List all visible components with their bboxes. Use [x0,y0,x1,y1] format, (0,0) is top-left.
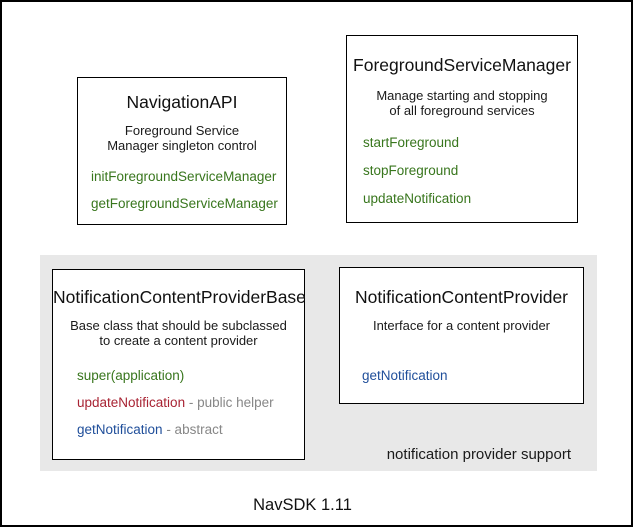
method-label: super(application) [77,368,185,383]
class-title-notification-content-provider: NotificationContentProvider [354,287,569,307]
method-list: getNotification [362,369,583,383]
method-label: updateNotification [363,191,472,206]
method-startforeground: startForeground [363,136,577,150]
description-line: of all foreground services [389,103,535,118]
method-updatenotification: updateNotification - public helper [77,396,304,410]
method-label: updateNotification [77,395,186,410]
method-getforegroundservicemanager: getForegroundServiceManager [91,197,286,211]
class-title-notification-content-provider-base: NotificationContentProviderBase [53,287,306,307]
method-stopforeground: stopForeground [363,164,577,178]
class-box-foreground-service-manager: ForegroundServiceManager Manage starting… [346,35,578,223]
method-label: initForegroundServiceManager [91,169,277,184]
description-line: Foreground Service [124,123,240,138]
description-line: Manager singleton control [107,138,257,153]
description-line: Manage starting and stopping [376,88,548,103]
method-initforegroundservicemanager: initForegroundServiceManager [91,170,286,184]
class-box-notification-content-provider-base: NotificationContentProviderBase Base cla… [52,269,306,460]
diagram-title: NavSDK 1.11 [253,496,352,514]
method-label: getNotification [77,422,163,437]
class-box-notification-content-provider: NotificationContentProvider Interface fo… [339,267,584,404]
method-label: getForegroundServiceManager [91,196,278,211]
class-description: Manage starting and stopping of all fore… [347,88,577,118]
class-description: Interface for a content provider [340,318,583,333]
method-super-application: super(application) [77,369,304,383]
method-updatenotification: updateNotification [363,192,577,206]
description-line: to create a content provider [99,333,258,348]
method-annotation: - abstract [162,422,223,437]
class-title-foreground-service-manager: ForegroundServiceManager [353,55,571,75]
description-line: Interface for a content provider [372,318,551,333]
method-list: startForeground stopForeground updateNot… [363,136,577,206]
method-getnotification: getNotification - abstract [77,423,304,437]
method-list: initForegroundServiceManager getForegrou… [91,170,286,211]
method-getnotification: getNotification [362,369,583,383]
description-line: Base class that should be subclassed [70,318,287,333]
class-description: Foreground Service Manager singleton con… [78,123,286,153]
method-label: stopForeground [363,163,459,178]
method-label: startForeground [363,135,460,150]
method-label: getNotification [362,368,448,383]
method-annotation: - public helper [185,395,274,410]
method-list: super(application) updateNotification - … [77,369,304,437]
class-title-navigation-api: NavigationAPI [126,92,238,112]
class-box-navigation-api: NavigationAPI Foreground Service Manager… [77,77,287,225]
class-description: Base class that should be subclassed to … [53,318,304,348]
panel-caption: notification provider support [386,446,571,463]
